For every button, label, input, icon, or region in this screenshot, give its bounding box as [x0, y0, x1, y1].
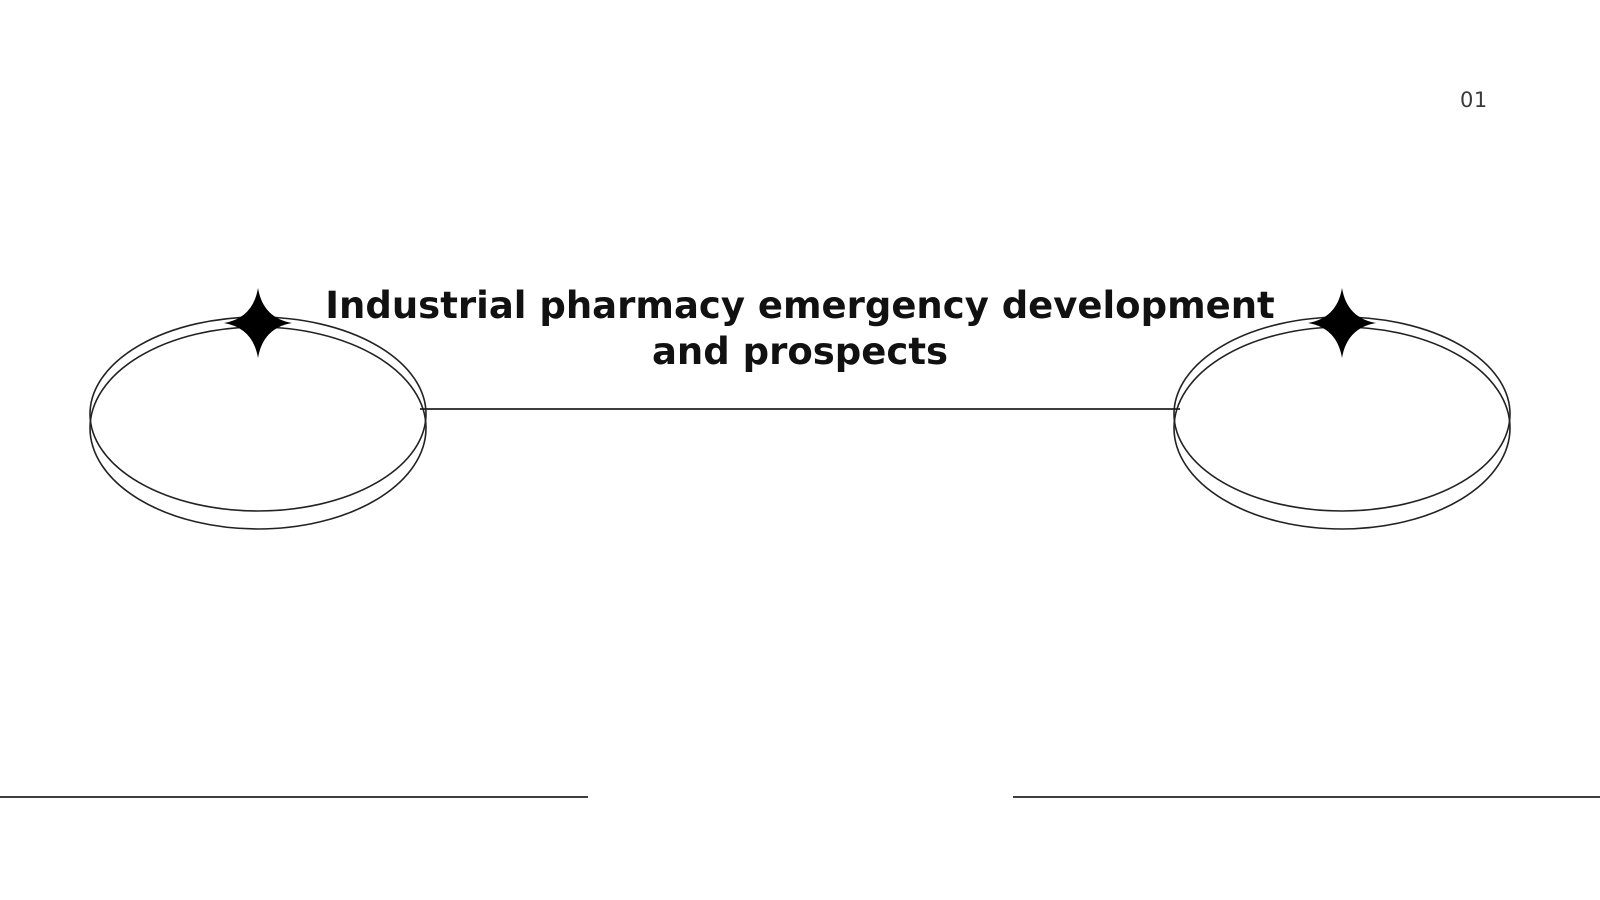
slide-title: Industrial pharmacy emergency developmen… — [325, 284, 1275, 373]
four-point-star-icon — [224, 288, 292, 358]
page-number: 01 — [1460, 88, 1488, 112]
four-point-star-icon — [1308, 288, 1376, 358]
